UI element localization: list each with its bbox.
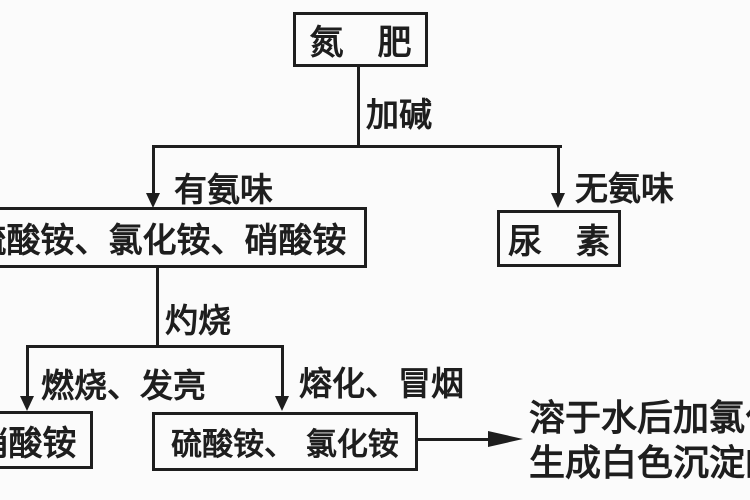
arrow-down-icon <box>20 396 34 411</box>
edge-label-add-alkali: 加碱 <box>366 95 432 134</box>
arrow-down-icon <box>275 396 289 411</box>
arrow-down-icon <box>551 193 565 208</box>
result-note-line1: 溶于水后加氯化 <box>529 398 750 439</box>
edge-label-ignite: 灼烧 <box>165 301 231 340</box>
node-ammonium-salts: 硫酸铵、氯化铵、硝酸铵 <box>0 207 367 268</box>
arrow-right-icon <box>488 431 523 447</box>
connector-result-arrow-shaft <box>418 438 491 441</box>
result-note: 溶于水后加氯化 生成白色沉淀的 <box>529 396 750 486</box>
node-ammonium-sulfate-chloride: 硫酸铵、 氯化铵 <box>152 412 418 471</box>
result-note-line2: 生成白色沉淀的 <box>529 443 750 484</box>
connector-lowerright-drop <box>281 347 284 398</box>
connector-lowerleft-drop <box>26 347 29 398</box>
connector-branch-bar <box>152 145 562 148</box>
arrow-down-icon <box>146 193 160 208</box>
connector-right-drop <box>557 147 560 195</box>
node-ammonium-nitrate: 硝酸铵 <box>0 411 93 469</box>
connector-ignite-stem <box>156 267 159 347</box>
edge-label-no-ammonia-smell: 无氨味 <box>575 169 674 208</box>
node-nitrogen-fertilizer: 氮 肥 <box>293 12 428 67</box>
edge-label-burns-glows: 燃烧、发亮 <box>41 366 206 405</box>
edge-label-melts-smokes: 熔化、冒烟 <box>299 364 464 403</box>
connector-root-stem <box>357 66 360 147</box>
edge-label-ammonia-smell: 有氨味 <box>174 170 273 209</box>
connector-left-drop <box>152 147 155 195</box>
node-urea: 尿 素 <box>497 210 621 267</box>
connector-lower-branch-bar <box>26 345 284 348</box>
